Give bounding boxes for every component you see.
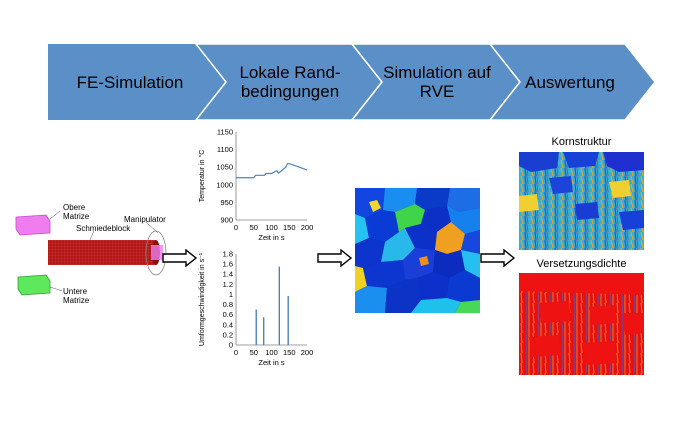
x-tick-label: 50 — [250, 348, 258, 357]
y-tick-label: 0.4 — [223, 320, 233, 329]
x-tick-label: 200 — [301, 348, 314, 357]
y-axis-label: Umformgeschwindigkeit in s⁻¹ — [199, 252, 206, 346]
y-tick-label: 0.2 — [223, 330, 233, 339]
y-tick-label: 1100 — [217, 145, 233, 154]
y-tick-label: 0 — [229, 341, 233, 350]
dislocation-density-title: Versetzungsdichte — [536, 258, 627, 270]
step-4-chevron — [488, 43, 656, 121]
y-tick-label: 1.6 — [223, 260, 233, 269]
x-tick-label: 200 — [301, 223, 314, 232]
x-tick-label: 100 — [265, 223, 278, 232]
y-tick-label: 1050 — [216, 163, 233, 172]
y-tick-label: 1.8 — [223, 250, 233, 259]
y-tick-label: 1000 — [216, 180, 233, 189]
y-tick-label: 1 — [229, 290, 233, 299]
y-axis-label: Temperatur in °C — [198, 150, 206, 203]
lower-die-label: Untere Matrize — [63, 287, 90, 305]
y-tick-label: 0.8 — [223, 300, 233, 309]
grain-structure-title: Kornstruktur — [551, 136, 612, 148]
flow-arrow-3 — [480, 249, 516, 267]
upper-die-label: Obere Matrize — [63, 203, 90, 221]
step-1-label: FE-Simulation — [76, 72, 184, 92]
y-tick-label: 1.4 — [223, 270, 233, 279]
x-tick-label: 100 — [265, 348, 278, 357]
x-tick-label: 150 — [283, 223, 296, 232]
y-tick-label: 900 — [220, 216, 233, 225]
y-tick-label: 1.2 — [223, 280, 233, 289]
grain-structure-map — [519, 152, 644, 250]
step-1-chevron — [48, 44, 226, 120]
rve-grain-map — [355, 188, 480, 313]
upper-die — [15, 214, 51, 236]
y-tick-label: 0.6 — [223, 310, 233, 319]
forging-block-label: Schmiedeblock — [76, 224, 131, 233]
fe-model-illustration — [15, 210, 167, 296]
temperature-series-line — [236, 163, 308, 179]
x-tick-label: 0 — [234, 348, 238, 357]
x-tick-label: 150 — [283, 348, 296, 357]
x-tick-label: 50 — [250, 223, 258, 232]
dislocation-density-map — [519, 273, 644, 375]
flow-arrow-1 — [162, 249, 198, 267]
x-axis-label: Zeit in s — [258, 233, 285, 242]
x-axis-label: Zeit in s — [258, 358, 285, 367]
step-2-label: Lokale Rand- bedingungen — [239, 63, 341, 101]
flow-arrow-2 — [317, 249, 353, 267]
manipulator-label: Manipulator — [124, 215, 166, 224]
y-tick-label: 1150 — [217, 128, 233, 137]
lower-die — [17, 274, 51, 296]
step-3-label: Simulation auf RVE — [383, 63, 491, 101]
x-tick-label: 0 — [234, 223, 238, 232]
step-4-label: Auswertung — [525, 72, 615, 92]
y-tick-label: 950 — [220, 198, 233, 207]
forging-block — [48, 240, 156, 265]
